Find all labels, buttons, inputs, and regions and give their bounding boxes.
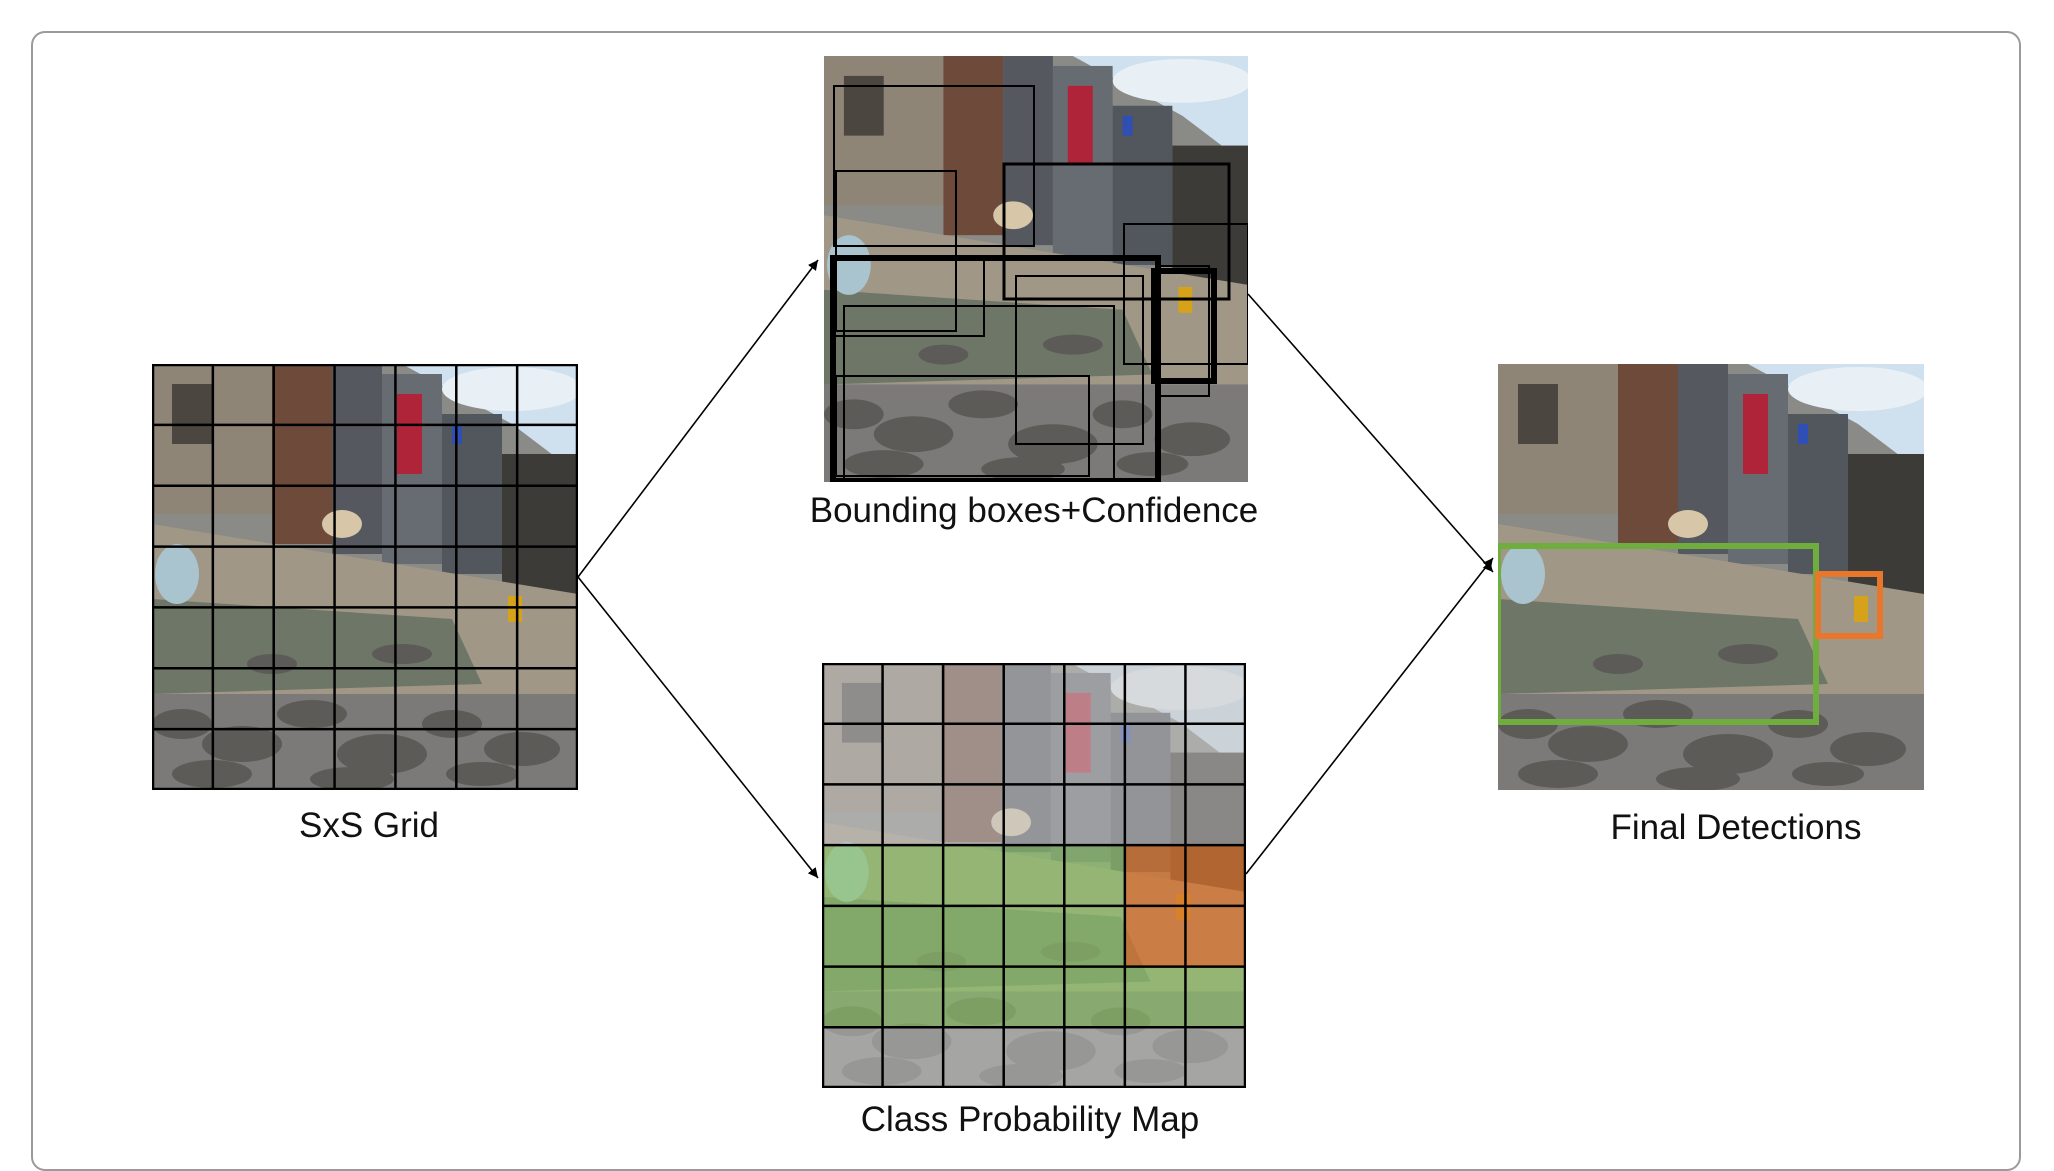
class-cell-none	[943, 1027, 1004, 1088]
class-cell-green	[822, 905, 883, 967]
class-cell-none	[1003, 784, 1065, 846]
classmap-label: Class Probability Map	[860, 1100, 1200, 1139]
class-cell-green	[1003, 845, 1065, 906]
class-cell-none	[943, 784, 1004, 846]
grid-label: SxS Grid	[298, 806, 440, 845]
class-probability-cells	[822, 663, 1246, 1088]
class-cell-none	[822, 784, 883, 846]
scene-illustration	[152, 364, 578, 790]
class-cell-green	[882, 905, 944, 967]
class-cell-none	[1064, 1027, 1125, 1088]
class-cell-none	[822, 663, 883, 724]
class-cell-orange	[1185, 845, 1246, 906]
class-cell-none	[1124, 1027, 1186, 1088]
class-cell-green	[1185, 966, 1246, 1028]
class-cell-none	[882, 1027, 944, 1088]
class-cell-none	[1003, 663, 1065, 724]
bbox-box	[1151, 268, 1217, 384]
class-cell-none	[882, 784, 944, 846]
class-cell-none	[882, 723, 944, 785]
bbox-image	[824, 56, 1248, 482]
class-cell-none	[1064, 784, 1125, 846]
bounding-boxes-overlay	[830, 85, 1248, 482]
class-cell-green	[943, 845, 1004, 906]
class-cell-orange	[1124, 905, 1186, 967]
bbox-box	[835, 375, 1090, 477]
class-cell-green	[882, 966, 944, 1028]
class-cell-none	[822, 723, 883, 785]
bbox-box	[843, 305, 1115, 482]
class-cell-green	[822, 845, 883, 906]
class-cell-none	[1003, 1027, 1065, 1088]
bbox-box	[833, 85, 1035, 247]
final-image	[1498, 364, 1924, 790]
grid-overlay	[152, 364, 578, 790]
bbox-box	[1015, 275, 1144, 445]
class-cell-green	[943, 905, 1004, 967]
class-cell-none	[882, 663, 944, 724]
class-cell-none	[1185, 1027, 1246, 1088]
class-cell-green	[1064, 966, 1125, 1028]
class-cell-green	[882, 845, 944, 906]
class-cell-none	[822, 1027, 883, 1088]
class-cell-none	[943, 723, 1004, 785]
class-cell-orange	[1124, 845, 1186, 906]
class-cell-green	[1064, 905, 1125, 967]
bbox-box	[835, 170, 957, 332]
class-cell-green	[943, 966, 1004, 1028]
class-cell-green	[1003, 966, 1065, 1028]
bbox-label: Bounding boxes+Confidence	[809, 491, 1259, 530]
class-cell-none	[1064, 663, 1125, 724]
class-cell-none	[1124, 663, 1186, 724]
class-cell-none	[1124, 784, 1186, 846]
class-cell-none	[1124, 723, 1186, 785]
class-cell-none	[1185, 723, 1246, 785]
class-cell-none	[1185, 663, 1246, 724]
class-cell-none	[1064, 723, 1125, 785]
class-cell-orange	[1185, 905, 1246, 967]
class-cell-green	[1124, 966, 1186, 1028]
bbox-box	[833, 255, 985, 337]
bbox-box	[1123, 223, 1248, 365]
class-cell-none	[1185, 784, 1246, 846]
class-cell-green	[822, 966, 883, 1028]
grid-image	[152, 364, 578, 790]
grid-overlay	[822, 663, 1246, 1088]
bbox-box	[1002, 162, 1231, 301]
class-cell-none	[1003, 723, 1065, 785]
detection-box-orange	[1815, 571, 1883, 639]
class-cell-green	[1003, 905, 1065, 967]
class-map-image	[822, 663, 1246, 1088]
bbox-box	[1158, 265, 1210, 397]
final-label: Final Detections	[1610, 808, 1862, 847]
class-cell-green	[1064, 845, 1125, 906]
class-cell-none	[943, 663, 1004, 724]
